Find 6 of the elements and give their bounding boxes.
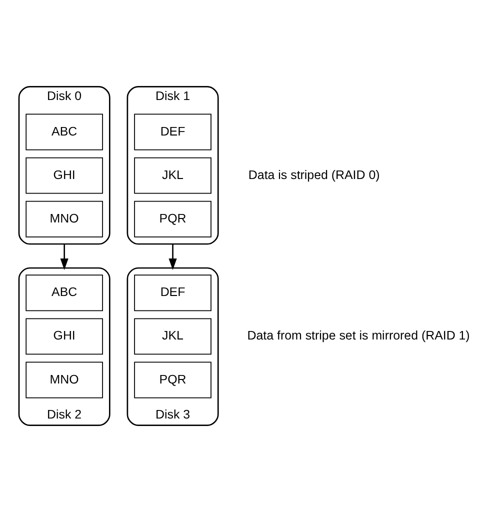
label: Data from stripe set is mirrored (RAID 1)	[247, 328, 470, 342]
node-label: Disk 0	[47, 88, 82, 103]
node-label: Disk 3	[155, 406, 190, 421]
node-label: Disk 2	[47, 406, 82, 421]
label: Data is striped (RAID 0)	[248, 167, 380, 182]
node-label: Disk 1	[155, 88, 190, 103]
